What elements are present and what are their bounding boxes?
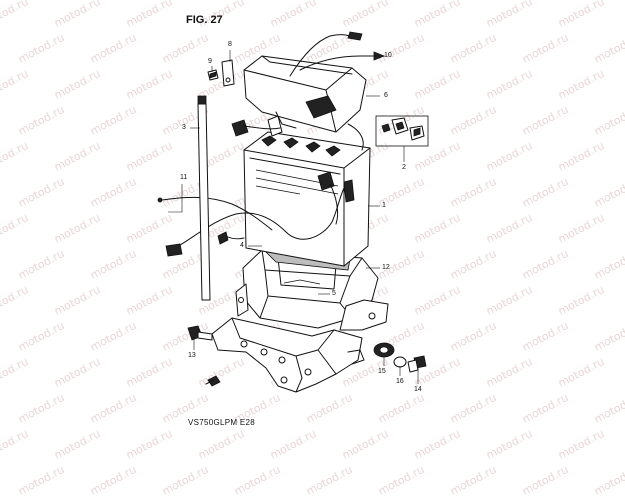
watermark: motod.ru xyxy=(87,462,139,498)
vent-tube xyxy=(197,95,211,301)
battery-cover xyxy=(243,55,367,133)
callout-11: 11 xyxy=(180,174,188,181)
watermark: motod.ru xyxy=(159,462,211,498)
watermark: motod.ru xyxy=(375,462,427,498)
watermark: motod.ru xyxy=(591,462,625,498)
callout-10: 10 xyxy=(384,52,392,59)
bottom-fasteners xyxy=(187,325,427,373)
watermark: motod.ru xyxy=(15,462,67,498)
callout-16: 16 xyxy=(396,378,404,385)
callout-13: 13 xyxy=(188,352,196,359)
callout-2: 2 xyxy=(402,164,406,171)
wire-harness xyxy=(157,31,386,257)
callout-4: 4 xyxy=(240,242,244,249)
watermark: motod.ru xyxy=(231,462,283,498)
callout-12: 12 xyxy=(382,264,390,271)
figure-title: FIG. 27 xyxy=(186,14,223,26)
leader-lines xyxy=(168,50,419,384)
callout-14: 14 xyxy=(414,386,422,393)
front-arrow-icon xyxy=(205,375,221,387)
battery-tray-bracket xyxy=(211,249,389,393)
watermark: motod.ru xyxy=(519,462,571,498)
callout-5: 5 xyxy=(332,290,336,297)
callout-9: 9 xyxy=(208,58,212,65)
callout-15: 15 xyxy=(378,368,386,375)
battery xyxy=(243,115,371,267)
callout-3: 3 xyxy=(182,124,186,131)
exploded-view-drawing xyxy=(157,31,429,393)
callout-6: 6 xyxy=(384,92,388,99)
callout-1: 1 xyxy=(382,202,386,209)
strap-and-bolt xyxy=(207,59,235,87)
watermark: motod.ru xyxy=(447,462,499,498)
terminal-bolt-set xyxy=(375,115,429,147)
watermark: motod.ru xyxy=(303,462,355,498)
callout-8: 8 xyxy=(228,41,232,48)
model-code: VS750GLPM E28 xyxy=(188,418,256,427)
